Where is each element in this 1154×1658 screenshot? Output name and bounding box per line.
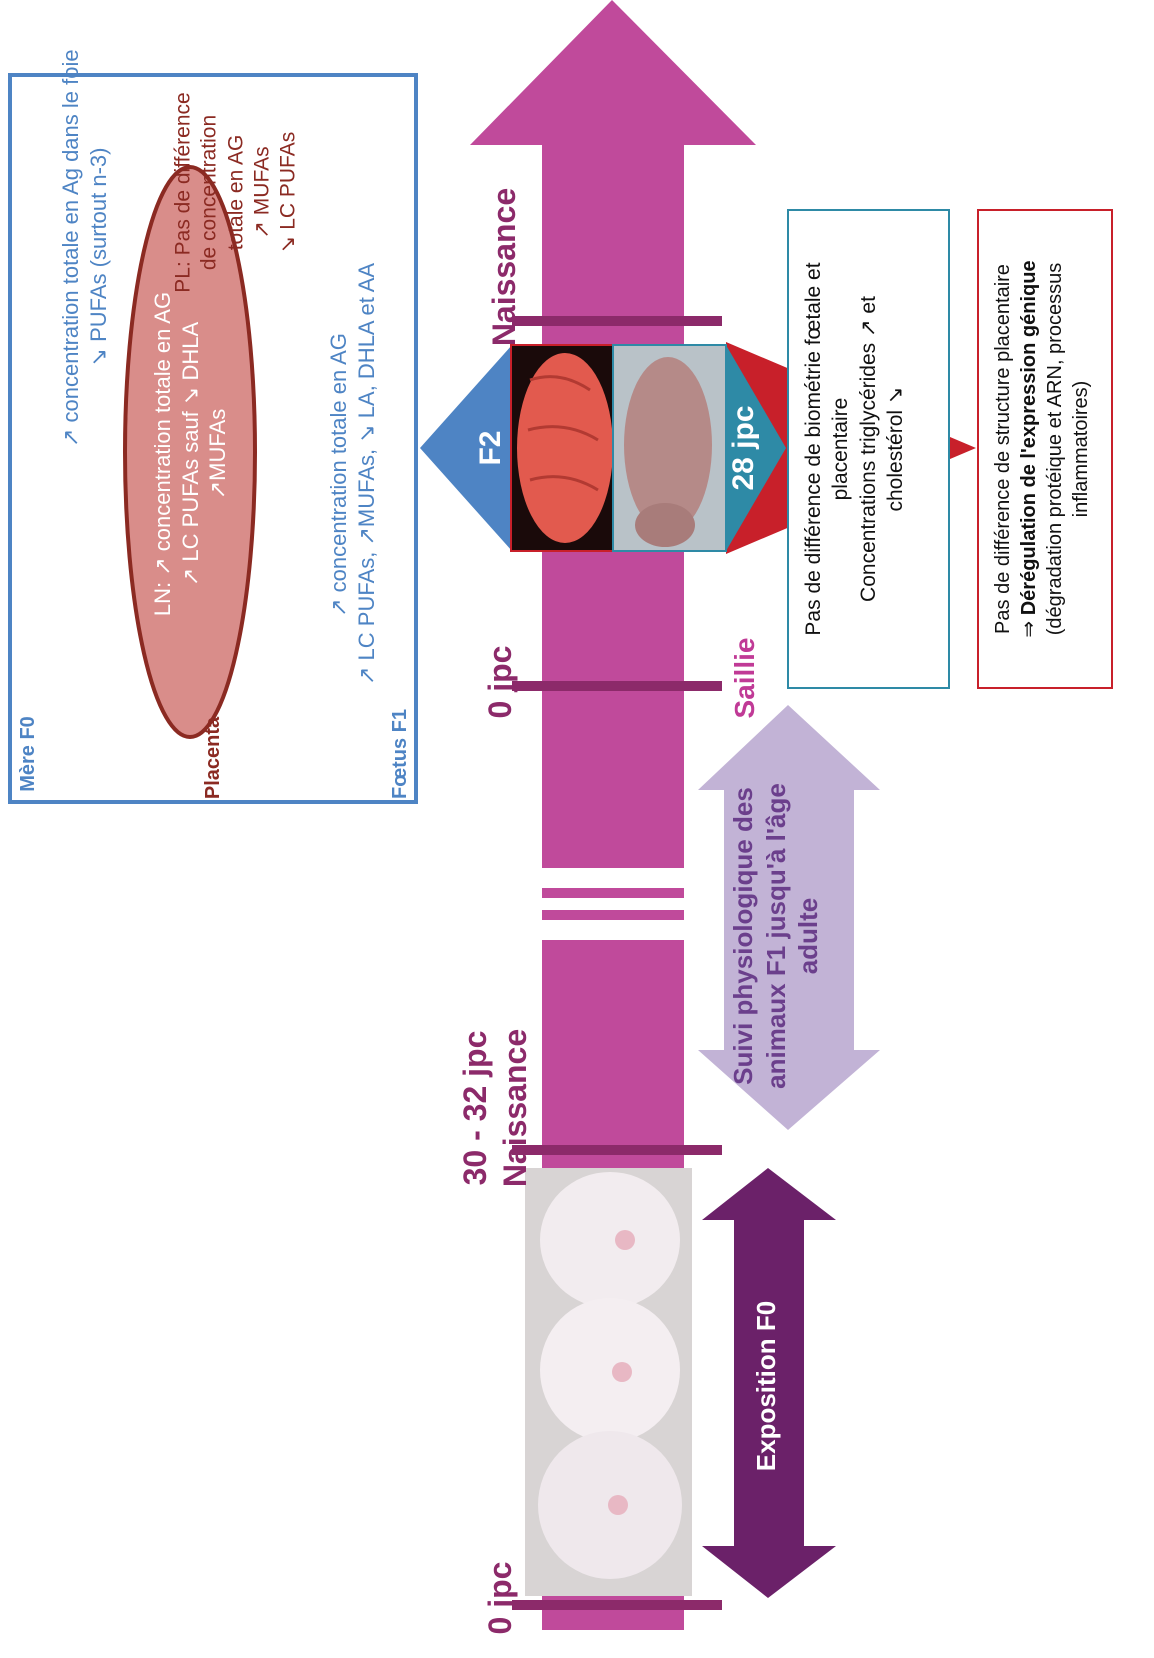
ln-line3: ↗MUFAs	[205, 408, 230, 500]
mere-text: ↗ concentration totale en Ag dans le foi…	[57, 49, 127, 447]
timeline-break-2	[535, 898, 691, 910]
sows-photo	[525, 1168, 692, 1596]
mere-line2: ↘ PUFAs (surtout n-3)	[85, 147, 111, 367]
followup-line1: Suivi physiologique des	[728, 787, 758, 1085]
red-line2: ⇒ Dérégulation de l'expression génique	[1016, 217, 1042, 681]
tick-birth-f0	[512, 1145, 722, 1155]
placenta-photo	[510, 344, 614, 552]
label-birth-f0: 30 - 32 jpc Naissance	[455, 993, 535, 1223]
followup-line3: adulte	[793, 897, 823, 975]
teal-line4: cholestérol ↘	[883, 386, 907, 512]
label-saillie: Saillie	[729, 637, 760, 719]
label-birth-f0-line1: 30 - 32 jpc	[457, 1030, 493, 1186]
timeline-break-1	[535, 868, 691, 888]
pl-line1: PL: Pas de différence	[171, 92, 195, 293]
ln-text: LN: ↗ concentration totale en AG ↗ LC PU…	[149, 289, 239, 619]
red-line2-bold: Dérégulation de l'expression génique	[1018, 260, 1040, 616]
pl-line3: totale en AG	[224, 134, 247, 251]
foetus-text: ↗ concentration totale en AG ↗ LC PUFAs,…	[325, 262, 395, 685]
red-line1: Pas de différence de structure placentai…	[992, 264, 1014, 634]
red-info-box	[977, 209, 1113, 689]
timeline-arrowhead	[470, 0, 756, 145]
red-line4: inflammatoires)	[1070, 380, 1092, 518]
tick-0jpc-left	[512, 1600, 722, 1610]
jpc28-label: 28 jpc	[727, 405, 760, 491]
pl-line4: ↗ MUFAs	[250, 146, 274, 239]
exposure-label: Exposition F0	[751, 1300, 781, 1472]
red-line2-prefix: ⇒	[1018, 620, 1040, 638]
jpc28-teal-triangle	[726, 345, 786, 551]
ln-line2: ↗ LC PUFAs sauf ↘ DHLA	[177, 321, 203, 587]
foetus-line1: ↗ concentration totale en AG	[326, 333, 351, 617]
placenta-ellipse	[123, 165, 257, 739]
ln-line1: LN: ↗ concentration totale en AG	[150, 291, 175, 617]
label-0jpc-left: 0 jpc	[482, 1561, 518, 1635]
f2-blue-triangle	[420, 345, 512, 551]
followup-double-arrow	[698, 705, 880, 1130]
teal-line1: Pas de différence de biométrie fœtale et	[802, 262, 825, 636]
teal-info-box	[787, 209, 950, 689]
pl-line2: de concentration	[197, 114, 221, 271]
teal-line3: Concentrations triglycérides ↗ et	[856, 296, 880, 602]
teal-box-text: Pas de différence de biométrie fœtale et…	[800, 218, 936, 680]
exposure-double-arrow	[702, 1168, 836, 1598]
pl-line5: ↘ LC PUFAs	[276, 131, 300, 254]
followup-label: Suivi physiologique des animaux F1 jusqu…	[727, 771, 847, 1101]
foetus-line2: ↗ LC PUFAs, ↗MUFAs, ↘ LA, DHLA et AA	[353, 262, 379, 685]
label-birth-f1: Naissance	[486, 187, 522, 347]
tick-birth-f1	[512, 316, 722, 326]
placenta-label: Placenta	[202, 716, 224, 800]
label-0jpc-right: 0 jpc	[482, 645, 518, 719]
timeline-break-3	[535, 920, 691, 940]
foetus-label: Fœtus F1	[389, 709, 411, 799]
mere-line1: ↗ concentration totale en Ag dans le foi…	[58, 49, 83, 447]
followup-line2: animaux F1 jusqu'à l'âge	[760, 783, 791, 1089]
fetus-photo	[612, 344, 727, 552]
red-box-text: Pas de différence de structure placentai…	[990, 217, 1100, 681]
label-birth-f0-line2: Naissance	[497, 1028, 533, 1188]
tick-0jpc-right	[512, 681, 722, 691]
mere-label: Mère F0	[17, 716, 39, 792]
teal-line2: placentaire	[829, 397, 853, 501]
red-line3: (dégradation protéique et ARN, processus	[1044, 262, 1066, 636]
f2-label: F2	[474, 430, 507, 466]
pl-text: PL: Pas de différence de concentration t…	[171, 83, 316, 303]
